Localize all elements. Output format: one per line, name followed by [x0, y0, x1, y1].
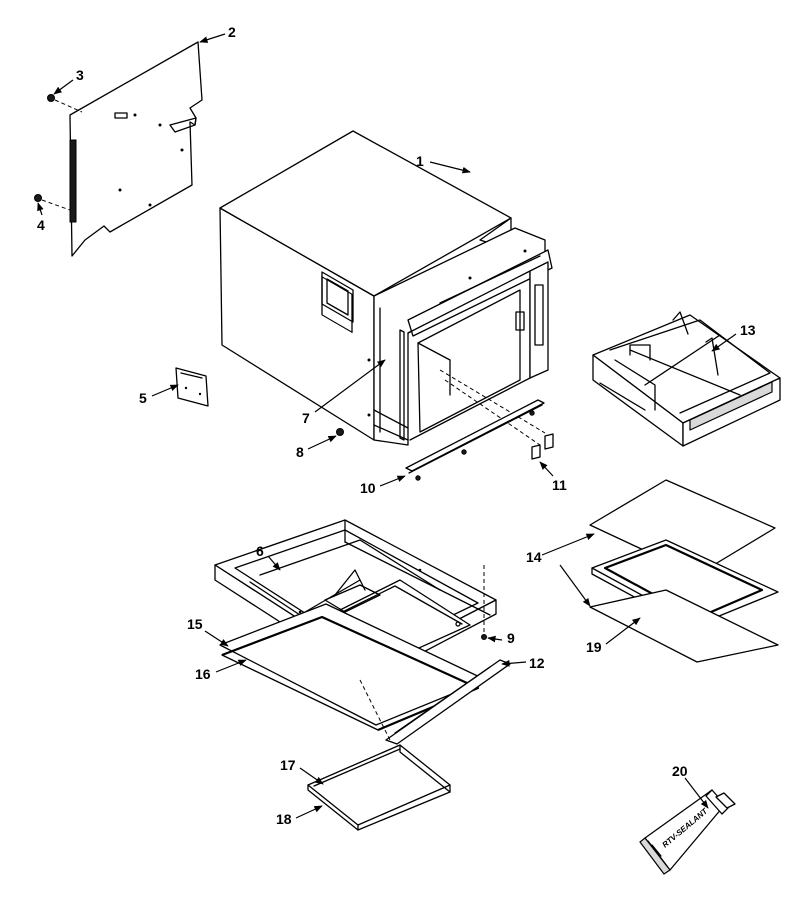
screw-9 [481, 634, 487, 640]
callout-8: 8 [296, 444, 304, 460]
rail [405, 399, 545, 481]
callout-labels: 1 2 3 4 5 6 7 8 9 10 11 12 13 14 15 16 1… [37, 24, 756, 827]
screw-4 [34, 194, 71, 211]
callout-6: 6 [256, 543, 264, 559]
callout-11: 11 [552, 477, 567, 493]
callout-17: 17 [280, 757, 296, 773]
callout-2: 2 [228, 24, 236, 40]
callout-7: 7 [302, 410, 310, 426]
callout-3: 3 [76, 67, 84, 83]
small-cover [175, 367, 209, 407]
callout-14: 14 [526, 549, 542, 565]
cabinet [219, 130, 553, 446]
callout-9: 9 [507, 630, 515, 646]
side-strip [359, 659, 511, 745]
leaders [37, 33, 737, 819]
callout-1: 1 [416, 153, 424, 169]
frame-plates [219, 603, 487, 732]
vent-grille [69, 139, 77, 223]
screw-8 [336, 428, 344, 436]
callout-15: 15 [187, 616, 203, 632]
screw-3 [47, 94, 83, 113]
rear-panel [69, 41, 203, 257]
callout-13: 13 [740, 322, 756, 338]
callout-20: 20 [672, 763, 688, 779]
tray-assembly [592, 311, 781, 447]
callout-10: 10 [360, 480, 376, 496]
bottom-panel [589, 589, 779, 663]
callout-12: 12 [529, 655, 545, 671]
small-tray [307, 744, 451, 831]
callout-5: 5 [139, 390, 147, 406]
callout-18: 18 [276, 811, 292, 827]
callout-16: 16 [195, 666, 211, 682]
callout-19: 19 [586, 639, 602, 655]
blocks [531, 433, 554, 460]
sealant-tube: RTV-SEALANT [639, 789, 736, 875]
callout-4: 4 [37, 217, 45, 233]
